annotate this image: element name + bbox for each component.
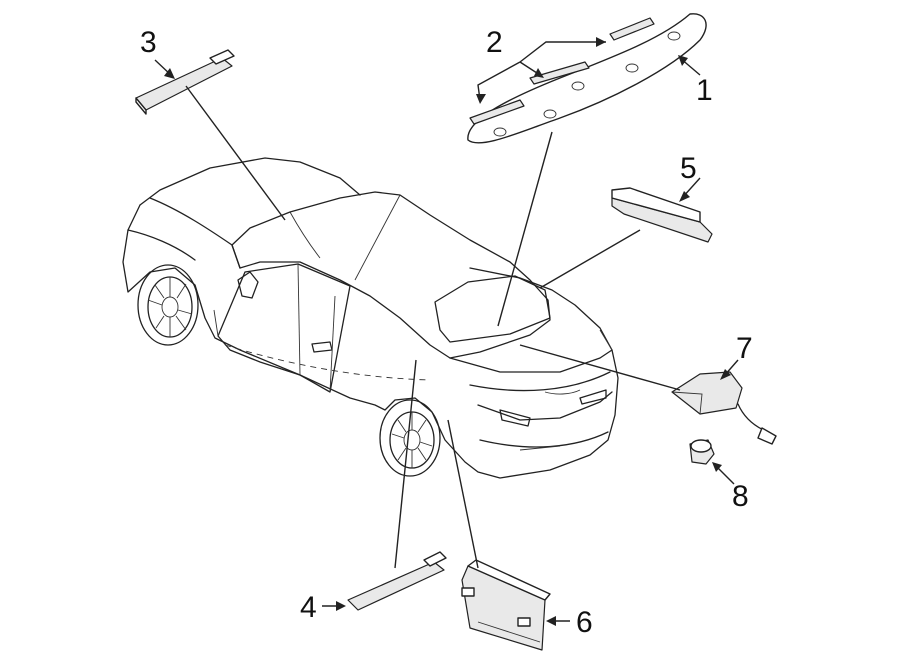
callout-8: 8 [732, 480, 749, 513]
part-6-control-module [461, 559, 551, 651]
callout-6: 6 [576, 606, 593, 639]
part-7-roof-antenna [671, 371, 777, 445]
vehicle-illustration [122, 157, 619, 479]
callout-5: 5 [680, 152, 697, 185]
part-8-nut [689, 439, 715, 465]
part-1-antenna-carrier [467, 13, 707, 144]
callout-3: 3 [140, 26, 157, 59]
callout-2: 2 [486, 26, 503, 59]
part-5-antenna-module [611, 187, 713, 243]
callout-7: 7 [736, 332, 753, 365]
callout-4: 4 [300, 591, 317, 624]
callout-1: 1 [696, 74, 713, 107]
part-4-antenna [347, 551, 447, 611]
leader-lines [154, 37, 739, 626]
part-3-antenna [135, 49, 235, 115]
